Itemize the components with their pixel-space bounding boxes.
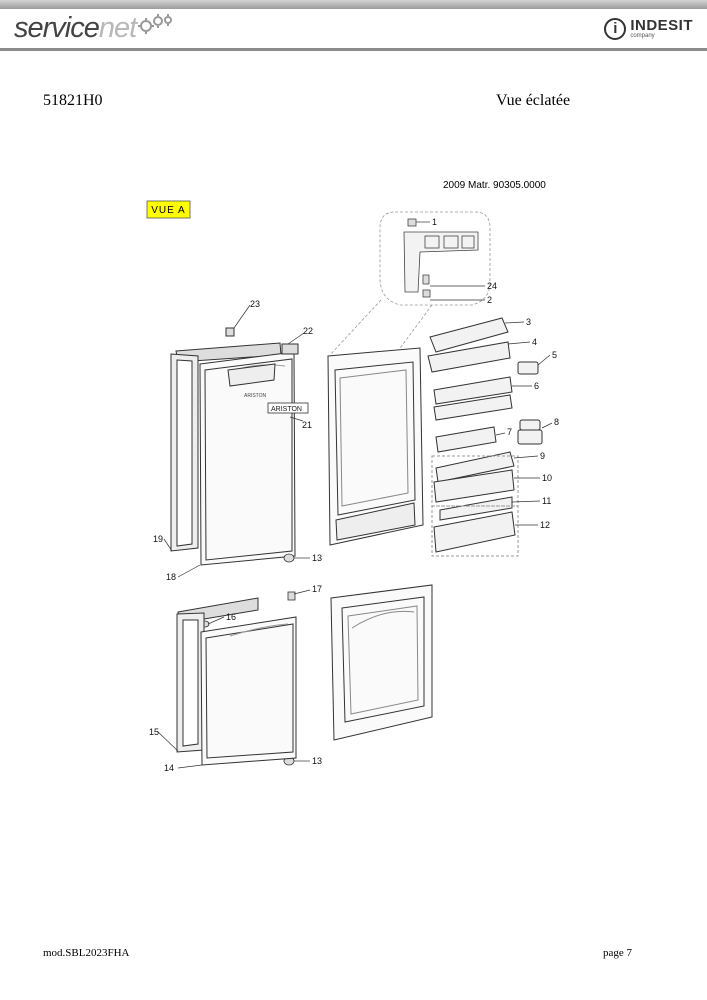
lower-inner-liner [330, 584, 433, 741]
callout-leaders [156, 221, 553, 769]
callout-1: 1 [432, 217, 437, 227]
callout-8: 8 [554, 417, 559, 427]
callout-2: 2 [487, 295, 492, 305]
upper-inner-liner [327, 347, 424, 546]
header-rule [0, 48, 707, 51]
callout-18: 18 [166, 572, 176, 582]
callout-7: 7 [507, 427, 512, 437]
ariston-badge: ARISTON [267, 402, 309, 414]
callout-10: 10 [542, 473, 552, 483]
date-matr-label: 2009 Matr. 90305.0000 [443, 180, 546, 191]
page-title: Vue éclatée [496, 92, 571, 109]
page-header: servicenet i INDESIT company [0, 0, 707, 52]
callout-15: 15 [149, 727, 159, 737]
footer-model: mod.SBL2023FHA [43, 947, 130, 959]
callout-9: 9 [540, 451, 545, 461]
callout-14: 14 [164, 763, 174, 773]
gears-icon [138, 14, 172, 34]
callout-5: 5 [552, 350, 557, 360]
balcony-group-outline [431, 505, 519, 557]
callout-17: 17 [312, 584, 322, 594]
lower-door [176, 597, 297, 766]
indesit-name: INDESIT [630, 17, 693, 34]
callout-4: 4 [532, 337, 537, 347]
callout-3: 3 [526, 317, 531, 327]
svg-text:ARISTON: ARISTON [271, 406, 302, 413]
balcony-group-outline [431, 455, 519, 507]
callout-13: 13 [312, 553, 322, 563]
view-label: VUE A [151, 205, 185, 216]
callout-24: 24 [487, 281, 497, 291]
callout-19: 19 [153, 534, 163, 544]
header-top-band [0, 0, 707, 9]
upper-door [170, 327, 299, 566]
footer-page-number: page 7 [603, 947, 633, 959]
callout-6: 6 [534, 381, 539, 391]
door-balconies [427, 317, 543, 553]
callout-16: 16 [226, 612, 236, 622]
callout-21: 21 [302, 420, 312, 430]
view-label-badge [146, 200, 191, 219]
detail-view-a [329, 211, 491, 356]
callout-22: 22 [303, 326, 313, 336]
callout-23: 23 [250, 299, 260, 309]
callout-13-lower: 13 [312, 756, 322, 766]
servicenet-logo: servicenet [14, 12, 137, 44]
indesit-logo: i INDESIT company [604, 18, 693, 40]
callout-12: 12 [540, 520, 550, 530]
model-code: 51821H0 [43, 92, 103, 109]
indesit-sub: company [630, 33, 655, 39]
callout-11: 11 [542, 496, 551, 506]
door-logo: ARISTON [244, 393, 267, 399]
indesit-i-icon: i [604, 18, 627, 40]
